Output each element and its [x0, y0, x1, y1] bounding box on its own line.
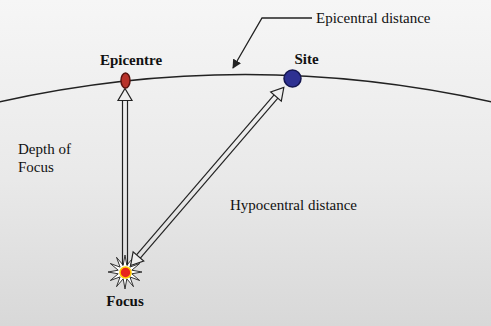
- arrow-head: [118, 89, 132, 101]
- marker-dot: [120, 267, 131, 278]
- point-label: Focus: [106, 293, 144, 310]
- location-marker: Focus: [119, 266, 132, 279]
- marker-dot: [284, 70, 301, 87]
- distance-label: Depth of Focus: [18, 140, 90, 176]
- distance-arrow: [131, 88, 284, 266]
- location-marker: Site: [283, 69, 302, 88]
- marker-shape: [120, 72, 131, 89]
- arrow-shaft: [137, 95, 275, 255]
- distance-arrow: [118, 89, 132, 266]
- marker-shape: [283, 69, 302, 88]
- marker-dot: [121, 73, 130, 88]
- distance-label: Hypocentral distance: [230, 196, 357, 214]
- point-label: Epicentre: [100, 52, 162, 69]
- location-marker: Epicentre: [120, 72, 131, 89]
- arrow-head: [271, 88, 284, 102]
- earth-surface: [0, 75, 491, 105]
- arrow-shaft: [127, 101, 128, 266]
- point-label: Site: [295, 51, 319, 68]
- arrow-shaft: [140, 98, 278, 258]
- marker-shape: [119, 266, 132, 279]
- arrow-shaft: [122, 101, 123, 266]
- arrow-head: [131, 252, 144, 266]
- callout-label: Epicentral distance: [316, 9, 431, 27]
